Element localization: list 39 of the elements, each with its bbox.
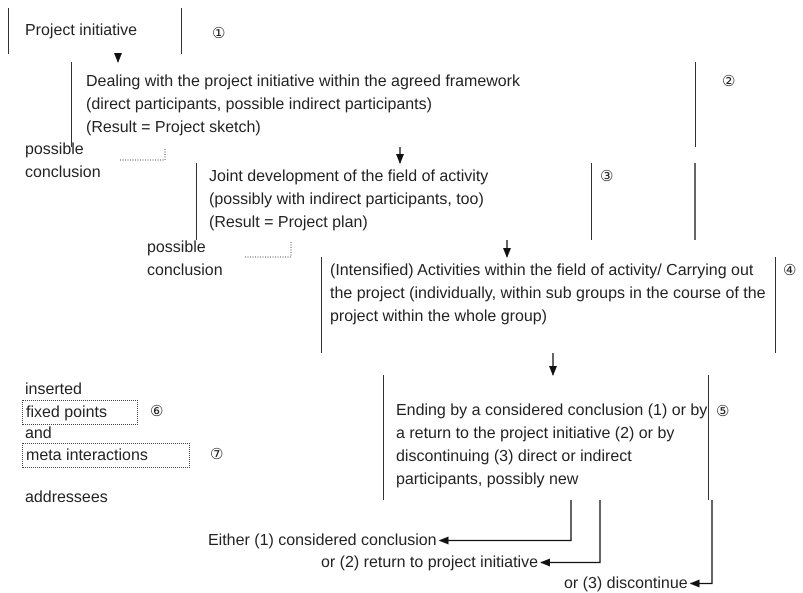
arrow: [503, 240, 511, 258]
node-text: Ending by a considered conclusion (1) or by a return to the project initiative (2) or by discontinuing (3) direct or indirect participants, possibly new: [396, 401, 708, 490]
node-text: Either (1) considered conclusion: [205, 529, 440, 552]
node-text: (Result = Project sketch): [86, 118, 262, 138]
node-text: Project initiative: [25, 21, 138, 41]
dotted-box: [22, 400, 138, 425]
callout-number: ③: [600, 166, 614, 187]
node-text: (possibly with indirect participants, too): [209, 190, 485, 210]
arrow: [114, 53, 122, 63]
arrow: [690, 500, 713, 588]
text-label: possible conclusion: [147, 238, 224, 281]
node-text: or (3) discontinue: [560, 572, 691, 593]
bracketed-block: [383, 375, 709, 500]
node-text: fixed points: [26, 403, 108, 423]
callout-number: ⑤: [716, 401, 730, 422]
arrow: [438, 500, 572, 544]
text-label: possible conclusion: [25, 140, 102, 183]
text-label: inserted: [25, 380, 83, 400]
node-text: Dealing with the project initiative within the agreed framework: [86, 72, 521, 92]
node-text: (Result = Project plan): [209, 213, 369, 233]
bracketed-block: [8, 8, 182, 54]
callout-number: ④: [783, 260, 796, 281]
text-label: addressees: [25, 488, 109, 508]
bracketed-block: [321, 257, 776, 353]
node-text: Joint development of the field of activity: [209, 167, 490, 187]
dotted-box: [22, 443, 190, 468]
node-text: meta interactions: [26, 446, 149, 466]
text-label: and: [25, 424, 53, 444]
callout-number: ②: [722, 71, 736, 92]
arrow: [549, 353, 557, 376]
arrow: [396, 147, 404, 164]
callout-number: ①: [212, 23, 226, 44]
callout-number: ⑥: [150, 401, 164, 422]
node-text: (Intensified) Activities within the field of activity/ Carrying out the project (individually, within sub groups in the course of the project within the whole group): [330, 261, 766, 327]
node-text: or (2) return to project initiative: [318, 551, 541, 574]
node-text: (direct participants, possible indirect participants): [86, 95, 433, 115]
bracketed-block: [196, 163, 592, 240]
callout-number: ⑦: [210, 444, 224, 465]
arrow: [540, 500, 601, 566]
